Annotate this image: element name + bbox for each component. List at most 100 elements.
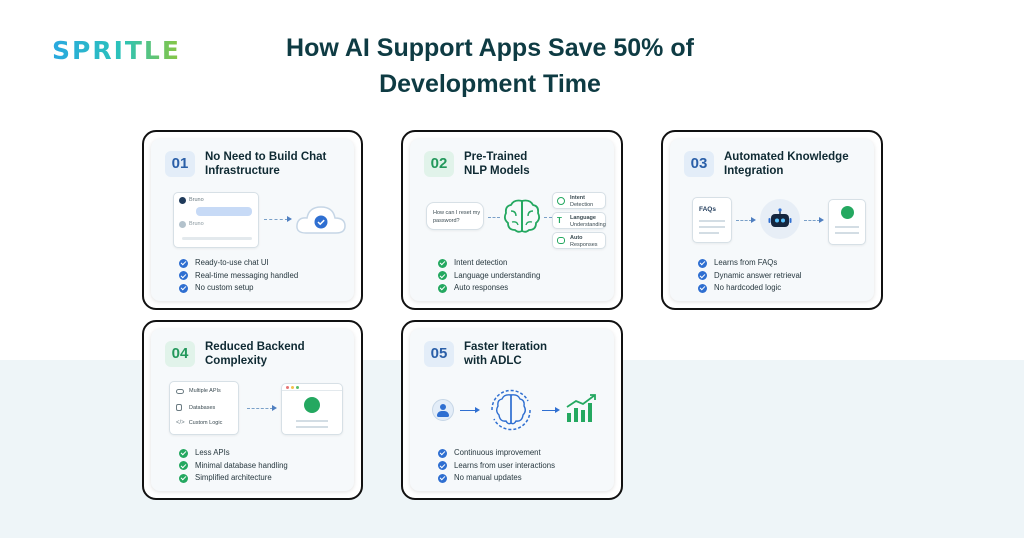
arrow-head-icon [751,217,756,223]
user-avatar-icon [179,221,186,228]
check-icon [179,258,188,268]
list-item: Continuous improvement [438,447,555,460]
card-02-inner: 02 Pre-Trained NLP Models How can I rese… [410,139,614,301]
chat-bubble [196,207,252,216]
robot-icon [768,208,792,227]
chat-name: Bruno [189,197,204,203]
feature-list: Less APIs Minimal database handling Simp… [179,447,288,485]
arrow-icon [264,219,288,220]
arrow-icon [542,410,556,411]
check-icon [179,473,188,483]
card-number-badge: 04 [165,341,195,367]
card-title: Pre-Trained NLP Models [464,151,530,177]
card-title: Automated Knowledge Integration [724,151,849,177]
user-icon [432,399,454,421]
list-item: Less APIs [179,447,288,460]
check-icon [698,258,707,268]
list-item: No custom setup [179,282,298,295]
check-icon [179,461,188,471]
arrow-icon [736,220,752,221]
bot-avatar-icon [179,197,186,204]
faq-document: FAQs [692,197,732,243]
check-icon [698,283,707,293]
tag-language: T Language Understanding [552,212,606,229]
card-number-badge: 05 [424,341,454,367]
check-icon [438,258,447,268]
arrow-icon [460,410,476,411]
check-icon [438,271,447,281]
page-title: How AI Support Apps Save 50% of Developm… [286,34,694,98]
list-item: Ready-to-use chat UI [179,257,298,270]
list-item: No hardcoded logic [698,282,802,295]
cloud-icon [296,206,346,234]
arrow-icon [544,217,552,218]
card-05-inner: 05 Faster Iteration with ADLC Continuous [410,329,614,491]
check-icon [438,448,447,458]
growth-chart-icon [566,394,596,422]
arrow-icon [488,217,500,218]
spritle-logo: SPRITLE [52,36,181,65]
check-icon [438,283,447,293]
robot-avatar [760,199,800,239]
list-item: Learns from FAQs [698,257,802,270]
card-number-badge: 03 [684,151,714,177]
tag-auto: Auto Responses [552,232,606,249]
check-icon [698,271,707,281]
check-icon [179,271,188,281]
list-item: Minimal database handling [179,460,288,473]
code-icon: </> [176,420,185,426]
simplified-window [281,383,343,435]
check-icon [179,448,188,458]
list-item: Real-time messaging handled [179,270,298,283]
check-icon [438,461,447,471]
chat-window-illustration: Bruno Bruno [173,192,259,248]
chat-line [182,237,252,240]
list-item: Dynamic answer retrieval [698,270,802,283]
chat-name: Bruno [189,221,204,227]
arrow-head-icon [475,407,480,413]
arrow-icon [804,220,820,221]
brain-icon [503,199,541,233]
list-item: Simplified architecture [179,472,288,485]
card-04-inner: 04 Reduced Backend Complexity Multiple A… [151,329,354,491]
arrow-head-icon [819,217,824,223]
check-icon [179,283,188,293]
feature-list: Intent detection Language understanding … [438,257,540,295]
arrow-head-icon [272,405,277,411]
text-icon: T [557,216,562,225]
arrow-head-icon [555,407,560,413]
list-item: No manual updates [438,472,555,485]
target-icon [557,197,565,205]
card-title: Reduced Backend Complexity [205,341,305,367]
check-circle-icon [304,397,320,413]
check-icon [438,473,447,483]
card-title: No Need to Build Chat Infrastructure [205,151,327,177]
backend-items-box: Multiple APIs Databases </> Custom Logic [169,381,239,435]
card-01-inner: 01 No Need to Build Chat Infrastructure … [151,139,354,301]
card-01: 01 No Need to Build Chat Infrastructure … [142,130,363,310]
list-item: Auto responses [438,282,540,295]
feature-list: Ready-to-use chat UI Real-time messaging… [179,257,298,295]
card-number-badge: 01 [165,151,195,177]
answer-document [828,199,866,245]
list-item: Learns from user interactions [438,460,555,473]
tag-intent: Intent Detection [552,192,606,209]
card-03-inner: 03 Automated Knowledge Integration FAQs [670,139,874,301]
card-04: 04 Reduced Backend Complexity Multiple A… [142,320,363,500]
card-05: 05 Faster Iteration with ADLC Continuous [401,320,623,500]
list-item: Language understanding [438,270,540,283]
card-02: 02 Pre-Trained NLP Models How can I rese… [401,130,623,310]
feature-list: Learns from FAQs Dynamic answer retrieva… [698,257,802,295]
card-number-badge: 02 [424,151,454,177]
check-circle-icon [841,206,854,219]
database-icon [176,404,182,411]
feature-list: Continuous improvement Learns from user … [438,447,555,485]
iteration-cycle-icon [491,389,531,431]
arrow-icon [247,408,273,409]
card-03: 03 Automated Knowledge Integration FAQs [661,130,883,310]
chat-icon [557,237,565,244]
cloud-icon [176,388,184,394]
card-title: Faster Iteration with ADLC [464,341,548,367]
list-item: Intent detection [438,257,540,270]
arrow-head-icon [287,216,292,222]
